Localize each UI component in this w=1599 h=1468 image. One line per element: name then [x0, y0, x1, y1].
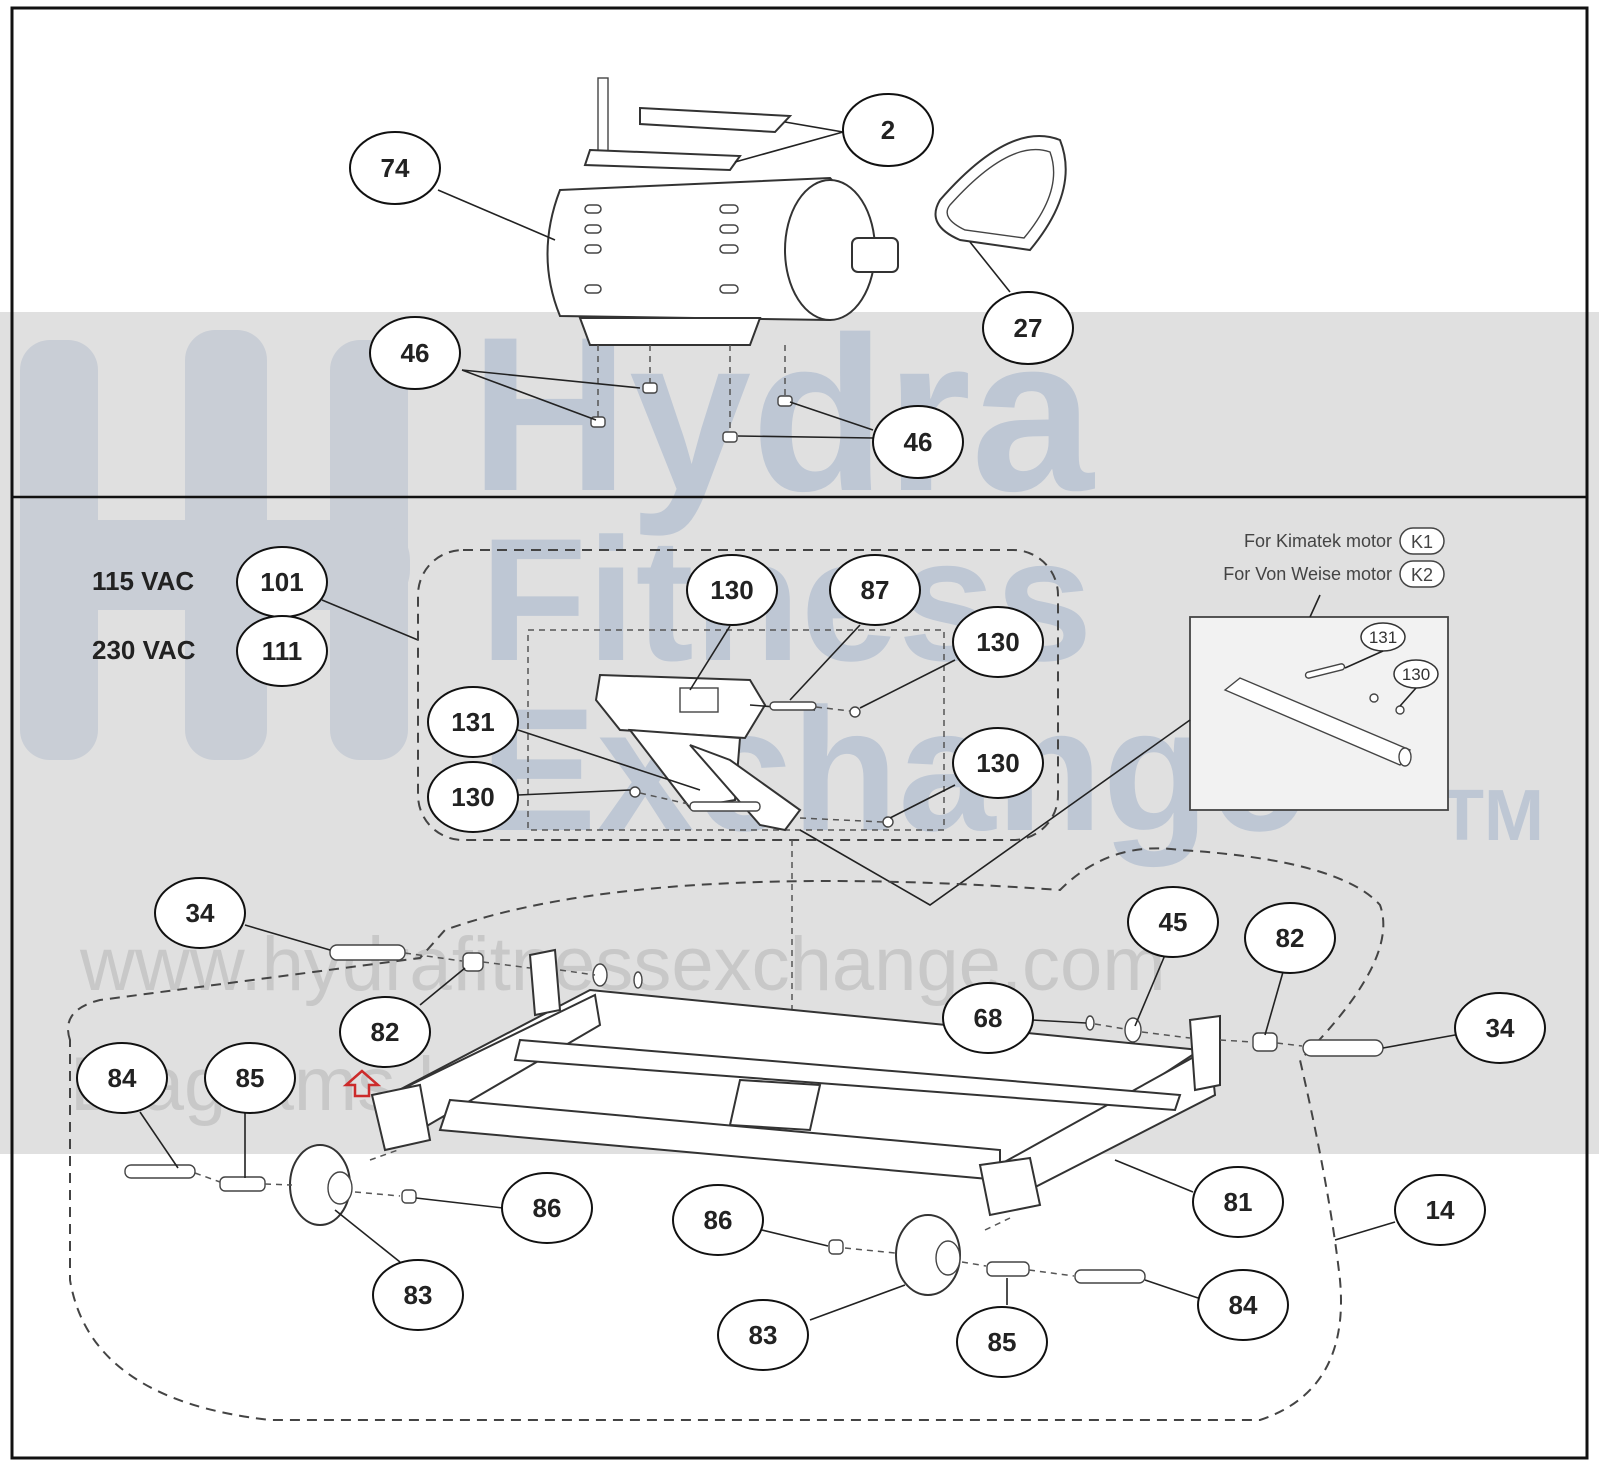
motor-note-kimatek-label: For Kimatek motor — [1244, 531, 1392, 551]
callout-46-left-label: 46 — [401, 338, 430, 368]
callout-74-label: 74 — [381, 153, 410, 183]
callout-86-left: 86 — [415, 1172, 593, 1244]
callout-84-right-label: 84 — [1229, 1290, 1258, 1320]
callout-2: 2 — [734, 93, 934, 167]
motor-assembly — [546, 77, 899, 443]
callout-27-label: 27 — [1014, 313, 1043, 343]
callout-84-right: 84 — [1144, 1269, 1289, 1341]
lift-motor-group-outline — [417, 549, 1059, 841]
callout-14: 14 — [1334, 1174, 1486, 1246]
lift-actuator — [594, 673, 894, 832]
inset-callout-131: 131 — [1369, 628, 1397, 647]
callout-85-right: 85 — [956, 1278, 1048, 1378]
motor-note-kimatek: For Kimatek motor K1 — [1244, 527, 1445, 555]
callout-34-right-label: 34 — [1486, 1013, 1515, 1043]
callout-46-right-label: 46 — [904, 427, 933, 457]
motor-note-von-weise: For Von Weise motor K2 — [1223, 560, 1445, 588]
drive-belt — [934, 135, 1067, 252]
outer-frame — [10, 6, 1589, 1460]
callout-46-right: 46 — [737, 401, 964, 479]
callout-131: 131 — [427, 686, 701, 791]
callout-82-left-label: 82 — [371, 1017, 400, 1047]
motor-note-von-weise-code: K2 — [1411, 565, 1433, 585]
motor-note-von-weise-label: For Von Weise motor — [1223, 564, 1392, 584]
front-marker-arrow-icon — [342, 1069, 382, 1098]
right-hardware — [828, 1015, 1384, 1296]
callout-86-left-label: 86 — [533, 1193, 562, 1223]
callout-68: 68 — [942, 982, 1087, 1054]
voltage-option-115: 115 VAC 101 — [92, 546, 328, 618]
callout-130-left-label: 130 — [451, 782, 494, 812]
inset-detail: 131 130 — [1189, 594, 1449, 811]
callout-131-label: 131 — [451, 707, 494, 737]
callout-85-left-label: 85 — [236, 1063, 265, 1093]
callout-27: 27 — [969, 241, 1074, 365]
callout-74: 74 — [349, 131, 556, 241]
voltage-115-part: 101 — [260, 567, 303, 597]
callout-82-left: 82 — [339, 967, 466, 1068]
callout-81-label: 81 — [1224, 1187, 1253, 1217]
callout-2-label: 2 — [881, 115, 895, 145]
callout-82-right: 82 — [1244, 902, 1336, 1036]
callout-83-left: 83 — [334, 1209, 464, 1331]
callout-83-left-label: 83 — [404, 1280, 433, 1310]
callout-130-left: 130 — [427, 761, 631, 833]
callout-85-left: 85 — [204, 1042, 296, 1178]
callout-81: 81 — [1114, 1159, 1284, 1238]
callout-130-right-top-label: 130 — [976, 627, 1019, 657]
voltage-option-230: 230 VAC 111 — [92, 615, 328, 687]
callout-34-right: 34 — [1382, 992, 1546, 1064]
callout-130-top: 130 — [686, 554, 778, 691]
callout-86-right: 86 — [672, 1184, 829, 1256]
base-frame-group-outline — [67, 847, 1385, 1421]
motor-note-kimatek-code: K1 — [1411, 532, 1433, 552]
callout-86-right-label: 86 — [704, 1205, 733, 1235]
voltage-115-label: 115 VAC — [92, 566, 194, 596]
callout-82-right-label: 82 — [1276, 923, 1305, 953]
inset-leader — [799, 719, 1191, 906]
callout-85-right-label: 85 — [988, 1327, 1017, 1357]
voltage-230-label: 230 VAC — [92, 635, 196, 665]
callout-130-right-bottom-label: 130 — [976, 748, 1019, 778]
callout-130-top-label: 130 — [710, 575, 753, 605]
callout-84-left-label: 84 — [108, 1063, 137, 1093]
watermark-logo-icon — [20, 330, 410, 760]
callout-84-left: 84 — [76, 1042, 179, 1169]
callout-34-left: 34 — [154, 877, 331, 951]
callout-34-left-label: 34 — [186, 898, 215, 928]
callout-130-right-top: 130 — [859, 606, 1044, 709]
inset-callout-130: 130 — [1402, 665, 1430, 684]
callout-46-left: 46 — [369, 316, 641, 421]
callout-87: 87 — [789, 554, 921, 701]
callout-83-right: 83 — [717, 1284, 906, 1371]
callout-45: 45 — [1127, 886, 1219, 1027]
watermark-tm: TM — [1440, 776, 1544, 856]
voltage-leader — [321, 599, 419, 641]
callout-14-label: 14 — [1426, 1195, 1455, 1225]
callout-130-right-bottom: 130 — [889, 727, 1044, 819]
voltage-230-part: 111 — [262, 636, 303, 666]
callout-68-label: 68 — [974, 1003, 1003, 1033]
callout-83-right-label: 83 — [749, 1320, 778, 1350]
callout-87-label: 87 — [861, 575, 890, 605]
callout-45-label: 45 — [1159, 907, 1188, 937]
